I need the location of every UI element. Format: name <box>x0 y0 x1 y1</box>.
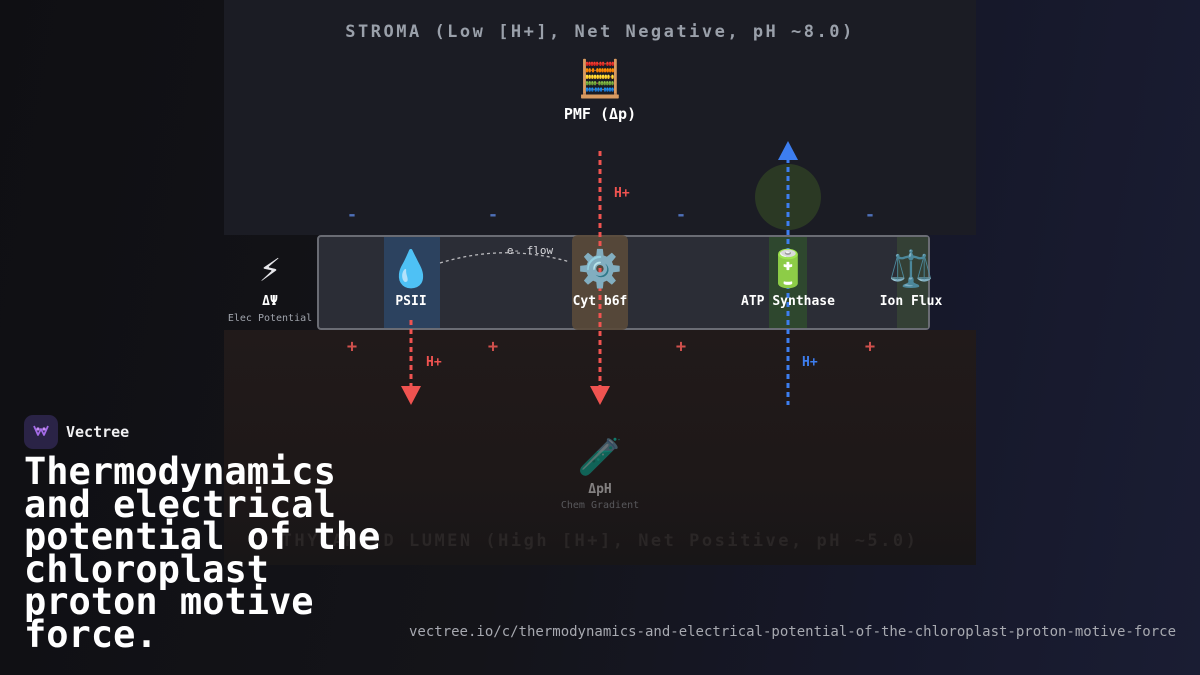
component-label: ATP Synthase <box>741 294 835 309</box>
brand: Vectree <box>24 415 129 449</box>
vectree-logo-icon <box>24 415 58 449</box>
abacus-icon: 🧮 <box>577 59 623 100</box>
gear-icon: ⚙️ <box>577 249 623 290</box>
lumen-charge: + <box>864 337 876 357</box>
test-tube-icon: 🧪 <box>577 437 623 478</box>
droplet-icon: 💧 <box>388 249 434 290</box>
delta-ph-label: ΔpH <box>588 482 612 497</box>
delta-psi-label: ΔΨ <box>262 294 278 309</box>
stroma-charge: - <box>487 205 499 225</box>
component-label: Cyt b6f <box>572 294 628 309</box>
psii-proton-arrowhead <box>401 386 421 405</box>
eflow-curve <box>439 252 571 264</box>
delta-psi-sublabel: Elec Potential <box>227 313 313 324</box>
stroma-title: STROMA (Low [H+], Net Negative, pH ~8.0) <box>345 22 855 42</box>
stroma-region <box>224 0 976 235</box>
stroma-charge: - <box>346 205 358 225</box>
pmf-label: PMF (Δp) <box>563 105 637 123</box>
stroma-charge: - <box>675 205 687 225</box>
proton-label-psii: H+ <box>426 355 442 370</box>
atp-proton-arrowhead <box>778 141 798 160</box>
cyt-proton-arrowhead <box>590 386 610 405</box>
proton-label-cyt: H+ <box>614 186 630 201</box>
page-url[interactable]: vectree.io/c/thermodynamics-and-electric… <box>408 624 1176 640</box>
lumen-charge: + <box>487 337 499 357</box>
lightning-icon: ⚡ <box>259 249 281 290</box>
headline: Thermodynamics and electrical potential … <box>24 450 381 656</box>
battery-icon: 🔋 <box>765 249 811 290</box>
delta-ph-sublabel: Chem Gradient <box>560 500 640 511</box>
proton-label-atp: H+ <box>802 355 818 370</box>
component-label: PSII <box>395 294 427 309</box>
lumen-charge: + <box>675 337 687 357</box>
scales-icon: ⚖️ <box>888 249 934 290</box>
stroma-charge: - <box>864 205 876 225</box>
brand-name: Vectree <box>66 423 130 441</box>
lumen-charge: + <box>346 337 358 357</box>
eflow-label: e- flow <box>506 244 554 257</box>
psii-band <box>384 237 440 328</box>
ion-flux-band <box>897 237 928 328</box>
component-label: Ion Flux <box>879 294 943 309</box>
lumen-title: THYLAKOID LUMEN (High [H+], Net Positive… <box>281 531 919 551</box>
